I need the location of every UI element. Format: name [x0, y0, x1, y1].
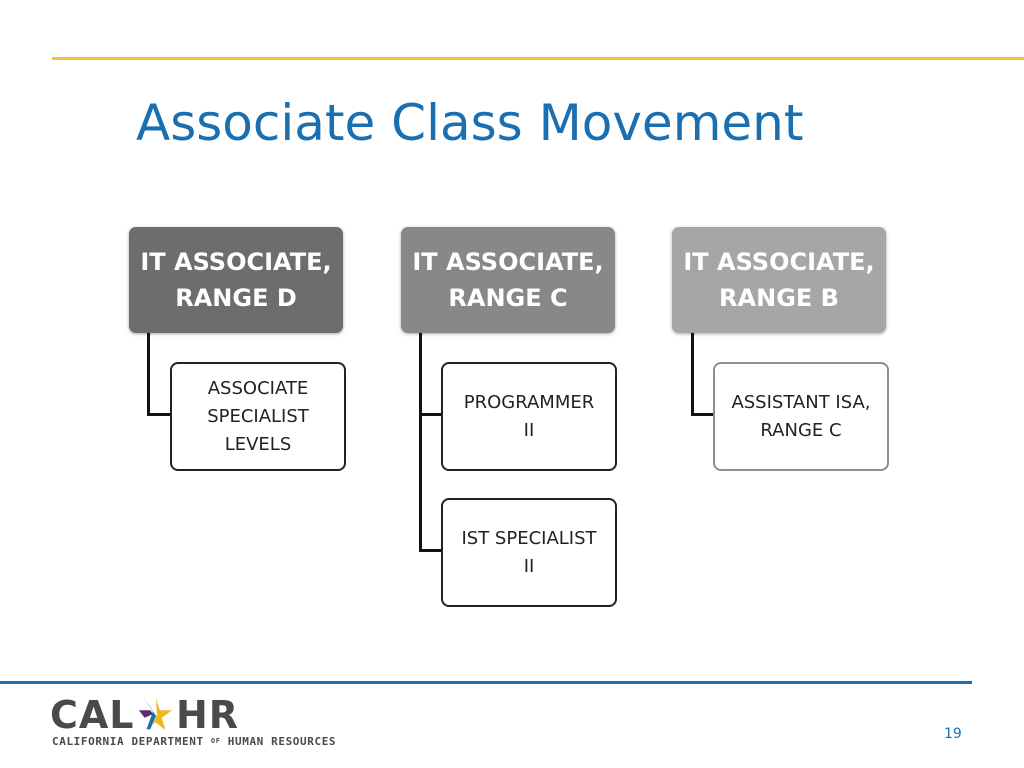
- child-box-ist-specialist-ii: IST SPECIALIST II: [441, 498, 617, 607]
- connector-col3-branch1: [691, 413, 714, 416]
- heading-box-range-c: IT ASSOCIATE, RANGE C: [401, 227, 615, 333]
- logo-subtitle-left: CALIFORNIA DEPARTMENT: [52, 735, 204, 748]
- connector-col2-branch1: [419, 413, 442, 416]
- connector-col3-vertical: [691, 333, 694, 416]
- logo-subtitle-of: OF: [210, 737, 221, 745]
- star-icon: [138, 696, 173, 731]
- child-box-programmer-ii: PROGRAMMER II: [441, 362, 617, 471]
- logo-word-hr: HR: [176, 693, 240, 737]
- connector-col2-branch2: [419, 549, 442, 552]
- page-number: 19: [944, 726, 962, 742]
- child-box-associate-specialist-levels: ASSOCIATE SPECIALIST LEVELS: [170, 362, 346, 471]
- logo-word-cal: CAL: [50, 693, 135, 737]
- calhr-logo: CAL HR CALIFORNIA DEPARTMENT OF HUMAN RE…: [50, 694, 350, 754]
- slide-title: Associate Class Movement: [136, 94, 804, 152]
- logo-subtitle: CALIFORNIA DEPARTMENT OF HUMAN RESOURCES: [52, 735, 336, 748]
- connector-col2-vertical: [419, 333, 422, 552]
- child-box-assistant-isa-range-c: ASSISTANT ISA, RANGE C: [713, 362, 889, 471]
- heading-box-range-b: IT ASSOCIATE, RANGE B: [672, 227, 886, 333]
- bottom-accent-rule: [0, 681, 972, 684]
- logo-subtitle-right: HUMAN RESOURCES: [227, 735, 337, 748]
- top-accent-rule: [52, 57, 1024, 60]
- heading-box-range-d: IT ASSOCIATE, RANGE D: [129, 227, 343, 333]
- connector-col1-branch1: [147, 413, 171, 416]
- connector-col1-vertical: [147, 333, 150, 416]
